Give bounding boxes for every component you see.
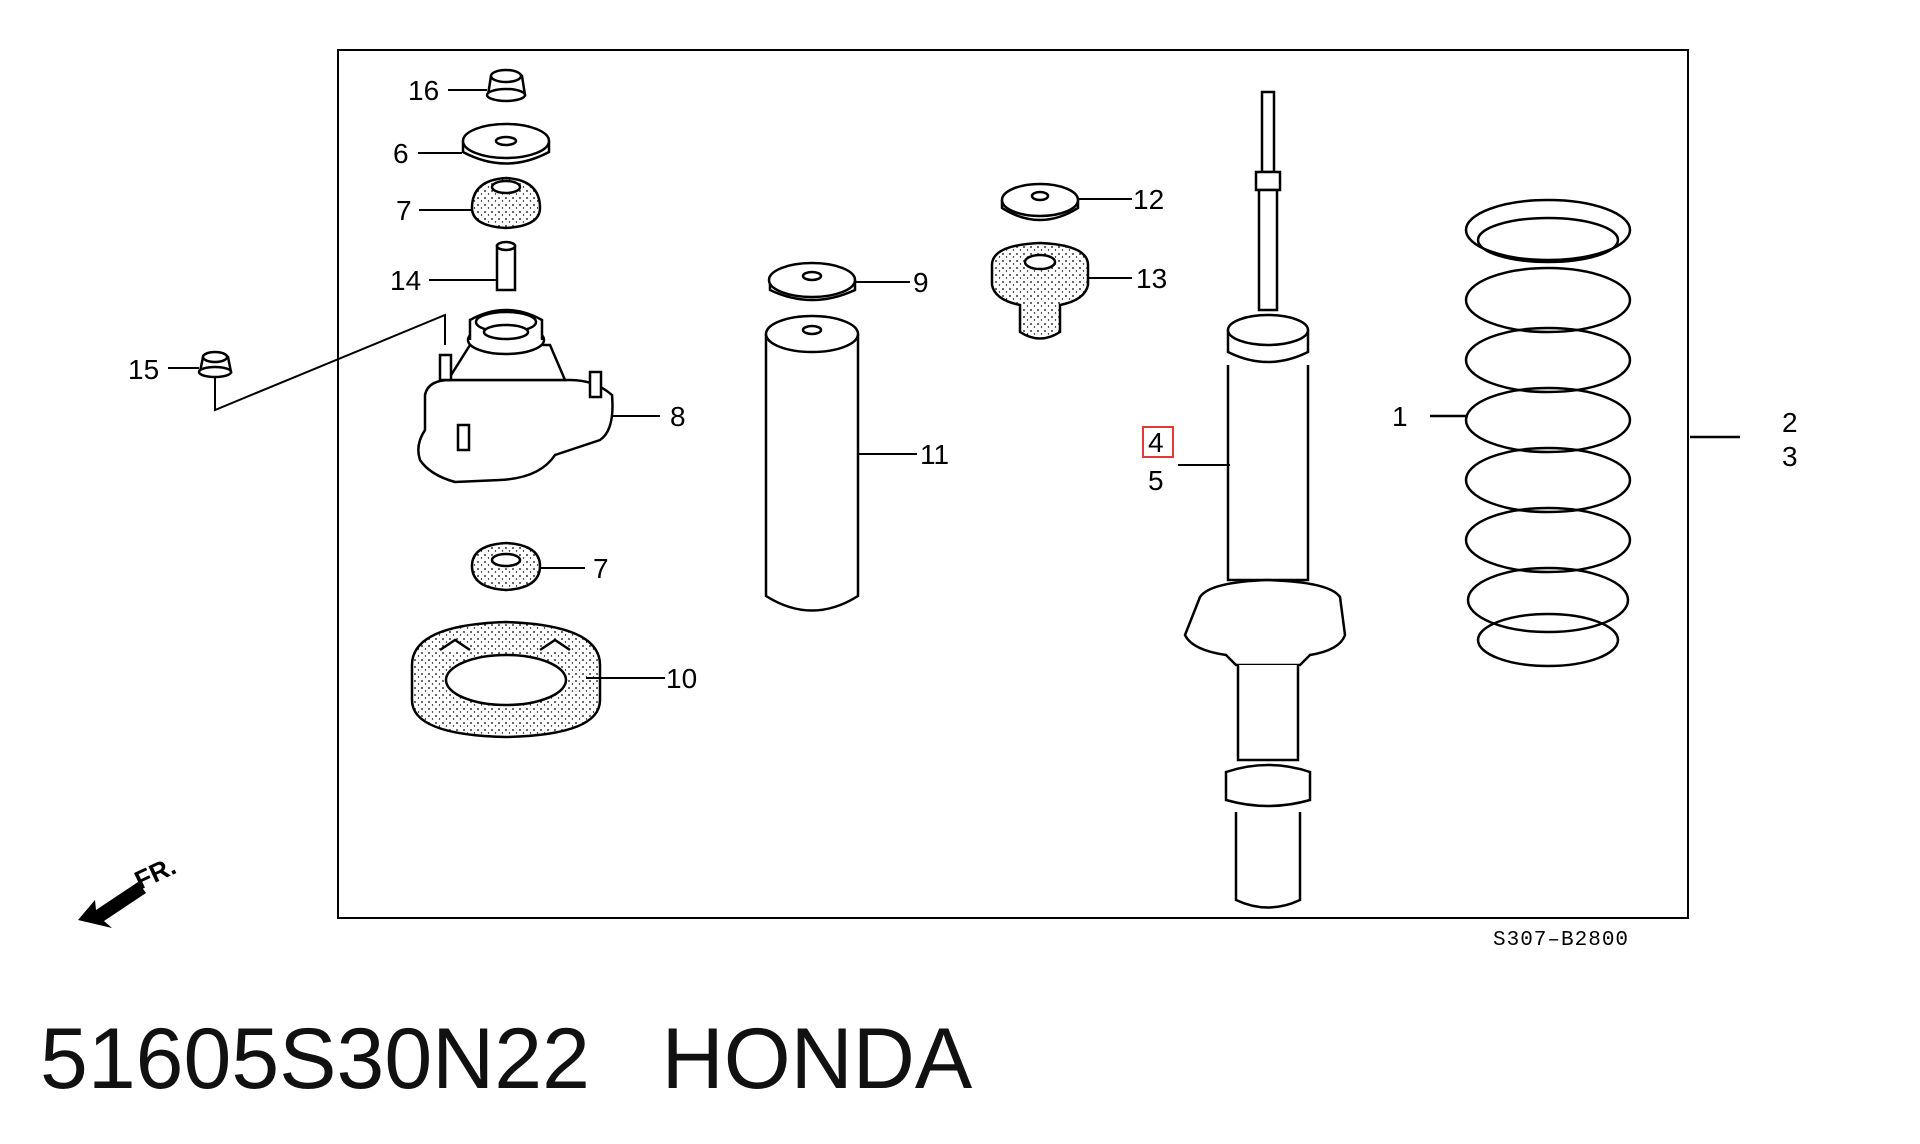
callout-7-upper: 7 (396, 195, 412, 226)
front-direction-arrow-icon: FR. (78, 851, 181, 928)
callout-2: 2 (1782, 407, 1798, 438)
part-12-washer[interactable] (1000, 182, 1132, 222)
part-1-coil-spring[interactable] (1430, 198, 1740, 668)
part-11-dust-boot[interactable] (764, 314, 917, 612)
part-9-washer[interactable] (767, 261, 910, 302)
callout-16: 16 (408, 75, 439, 106)
callout-4: 4 (1148, 427, 1164, 458)
callout-9: 9 (913, 267, 929, 298)
callout-3: 3 (1782, 441, 1798, 472)
callout-7-lower: 7 (593, 553, 609, 584)
callout-8: 8 (670, 401, 686, 432)
callout-12: 12 (1133, 184, 1164, 215)
part-number: 51605S30N22 (40, 1011, 590, 1107)
callout-5: 5 (1148, 465, 1164, 496)
callout-15: 15 (128, 354, 159, 385)
part-8-mount-base[interactable] (417, 308, 660, 484)
callout-10: 10 (666, 663, 697, 694)
part-caption: 51605S30N22 HONDA (40, 1010, 972, 1109)
highlight-box (1142, 426, 1174, 458)
part-10-spring-seat[interactable] (410, 620, 665, 739)
part-4-5-shock-absorber[interactable] (1142, 90, 1347, 909)
brand-name: HONDA (661, 1011, 973, 1107)
part-13-bump-stop[interactable] (990, 241, 1132, 340)
drawing-code: S307–B2800 (1493, 929, 1629, 952)
callout-13: 13 (1136, 263, 1167, 294)
part-7-lower-bushing[interactable] (470, 541, 585, 592)
part-16-flange-nut[interactable] (448, 68, 527, 103)
callout-11: 11 (920, 439, 949, 470)
callout-14: 14 (390, 265, 421, 296)
part-6-upper-washer[interactable] (418, 122, 551, 165)
callout-1: 1 (1392, 401, 1408, 432)
callout-6: 6 (393, 138, 409, 169)
part-14-collar[interactable] (429, 240, 517, 292)
part-15-flange-nut[interactable] (168, 313, 446, 412)
part-7-upper-bushing[interactable] (419, 176, 542, 230)
diagram-frame (337, 49, 1689, 919)
